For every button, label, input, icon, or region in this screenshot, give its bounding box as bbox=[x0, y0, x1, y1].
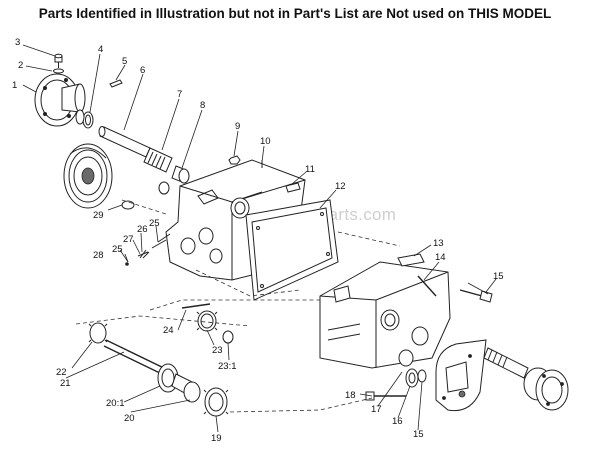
key bbox=[109, 79, 123, 88]
callout-2: 2 bbox=[18, 60, 23, 71]
hub-flange-right bbox=[483, 347, 569, 411]
callout-3: 3 bbox=[15, 37, 20, 48]
callout-25b: 25 bbox=[149, 218, 160, 229]
callout-1: 1 bbox=[12, 80, 17, 91]
small-pins-springs bbox=[125, 233, 171, 266]
callout-12: 12 bbox=[335, 181, 346, 192]
callout-25a: 25 bbox=[112, 244, 123, 255]
callout-24: 24 bbox=[163, 325, 174, 336]
callout-16: 16 bbox=[392, 416, 403, 427]
callout-13: 13 bbox=[433, 238, 444, 249]
callout-19: 19 bbox=[211, 433, 222, 444]
callout-4: 4 bbox=[98, 44, 103, 55]
callout-29: 29 bbox=[93, 210, 104, 221]
callout-18: 18 bbox=[345, 390, 356, 401]
dowel-pin bbox=[285, 182, 301, 193]
splined-collar bbox=[143, 147, 173, 173]
callout-23-1: 23:1 bbox=[218, 361, 237, 372]
gear-23 bbox=[196, 310, 234, 344]
bushing-upper bbox=[158, 165, 190, 195]
lower-housing bbox=[319, 253, 451, 369]
axle-shaft bbox=[98, 126, 151, 158]
gasket bbox=[245, 199, 339, 301]
assembly-guide-lines bbox=[75, 199, 401, 413]
hex-nut bbox=[228, 155, 241, 165]
callout-15a: 15 bbox=[493, 271, 504, 282]
lower-gear-shaft bbox=[88, 322, 229, 417]
callout-7: 7 bbox=[177, 89, 182, 100]
pin-24 bbox=[181, 303, 211, 309]
pulley-wheel bbox=[63, 143, 135, 210]
hub-flange-left bbox=[34, 73, 86, 127]
callout-15b: 15 bbox=[413, 429, 424, 440]
callout-5: 5 bbox=[122, 56, 127, 67]
callout-10: 10 bbox=[260, 136, 271, 147]
callout-9: 9 bbox=[235, 121, 240, 132]
bolt-and-washer bbox=[53, 53, 64, 74]
callout-20-1: 20:1 bbox=[106, 398, 125, 409]
callout-17: 17 bbox=[371, 404, 382, 415]
callout-8: 8 bbox=[200, 100, 205, 111]
callout-20: 20 bbox=[124, 413, 135, 424]
callout-28: 28 bbox=[93, 250, 104, 261]
diagram-header: Parts Identified in Illustration but not… bbox=[38, 6, 552, 21]
callout-27: 27 bbox=[123, 234, 134, 245]
callout-26: 26 bbox=[137, 224, 148, 235]
callout-14: 14 bbox=[435, 252, 446, 263]
callout-6: 6 bbox=[140, 65, 145, 76]
right-cover bbox=[435, 339, 487, 412]
callout-labels: 1 2 3 4 5 6 7 8 9 10 11 12 13 14 15 15 1… bbox=[12, 37, 504, 444]
callout-23: 23 bbox=[212, 345, 223, 356]
callout-11: 11 bbox=[305, 164, 315, 175]
callout-22: 22 bbox=[56, 367, 67, 378]
leader-lines bbox=[22, 44, 497, 433]
callout-21: 21 bbox=[60, 378, 71, 389]
bushing-lower-right bbox=[405, 368, 427, 388]
seal-ring bbox=[75, 109, 94, 129]
